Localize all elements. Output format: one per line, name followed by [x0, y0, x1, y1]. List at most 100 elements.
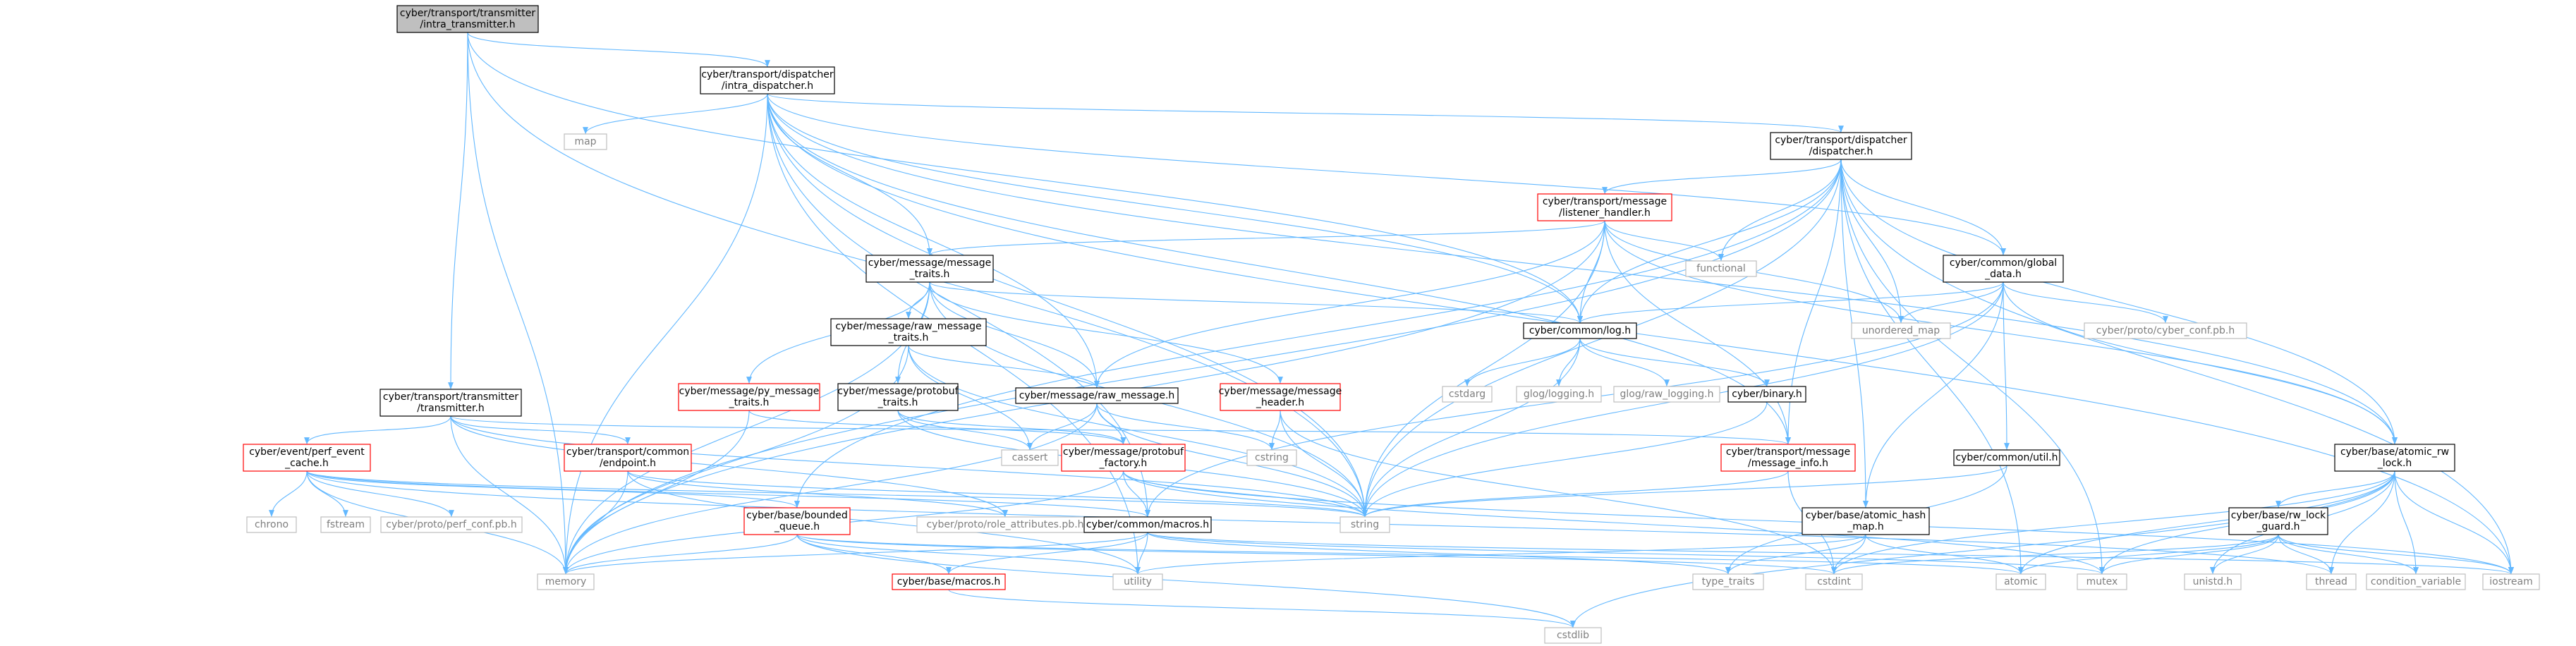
node-box — [1246, 449, 1297, 466]
graph-node-protobuf-traits[interactable]: cyber/message/protobuf_traits.h — [837, 383, 959, 411]
include-edge — [1579, 338, 1670, 387]
include-edge — [1147, 532, 1731, 575]
include-edge — [1840, 159, 2105, 575]
graph-node-common-macros[interactable]: cyber/common/macros.h — [1083, 516, 1212, 533]
node-box — [380, 516, 523, 533]
node-label: cstdint — [1817, 576, 1851, 587]
node-label: _traits.h — [888, 332, 929, 343]
graph-node-glog-raw-logging: glog/raw_logging.h — [1613, 386, 1720, 403]
node-box — [2334, 444, 2455, 472]
include-edge — [1135, 534, 1866, 575]
node-label: cstring — [1255, 452, 1289, 463]
graph-node-base-macros[interactable]: cyber/base/macros.h — [892, 573, 1006, 590]
include-edge — [306, 470, 1150, 518]
graph-node-protobuf-factory[interactable]: cyber/message/protobuf_factory.h — [1061, 444, 1186, 472]
node-label: mutex — [2086, 576, 2118, 587]
graph-node-py-message-traits[interactable]: cyber/message/py_message_traits.h — [678, 383, 820, 411]
graph-node-atomic-rw-lock[interactable]: cyber/base/atomic_rw_lock.h — [2334, 444, 2455, 472]
graph-node-listener-handler[interactable]: cyber/transport/message/listener_handler… — [1537, 193, 1672, 221]
include-edge — [767, 93, 1368, 518]
node-label: _traits.h — [909, 269, 950, 280]
node-box — [1685, 260, 1757, 277]
include-edge — [767, 93, 1844, 133]
graph-node-fstream: fstream — [320, 516, 371, 533]
graph-node-cassert: cassert — [1001, 449, 1059, 466]
node-label: _lock.h — [2377, 458, 2412, 469]
include-edge — [2394, 470, 2419, 575]
graph-node-intra-dispatcher[interactable]: cyber/transport/dispatcher/intra_dispatc… — [700, 66, 835, 95]
include-edge — [767, 93, 1100, 389]
node-label: _map.h — [1847, 521, 1883, 532]
node-label: _traits.h — [729, 397, 770, 408]
node-box — [700, 66, 835, 95]
include-edge — [2278, 534, 2419, 575]
node-label: cyber/transport/common — [566, 446, 689, 458]
graph-node-global-data[interactable]: cyber/common/global_data.h — [1943, 255, 2064, 283]
graph-node-log[interactable]: cyber/common/log.h — [1523, 322, 1637, 339]
node-label: thread — [2315, 576, 2347, 587]
include-edge — [1280, 410, 1368, 518]
graph-node-util[interactable]: cyber/common/util.h — [1953, 449, 2060, 466]
node-box — [1953, 449, 2060, 466]
node-box — [1943, 255, 2064, 283]
include-edge — [948, 589, 1576, 628]
include-edge — [627, 470, 1141, 575]
node-box — [379, 389, 522, 417]
include-edge — [1096, 403, 1126, 445]
graph-node-binary[interactable]: cyber/binary.h — [1727, 386, 1806, 403]
node-label: cyber/transport/transmitter — [400, 8, 535, 19]
include-edge — [1094, 220, 1605, 389]
include-edge — [450, 415, 569, 575]
graph-node-role-attributes: cyber/proto/role_attributes.pb.h — [916, 516, 1094, 533]
node-label: _guard.h — [2256, 521, 2299, 532]
node-box — [246, 516, 297, 533]
graph-node-raw-message-traits[interactable]: cyber/message/raw_message_traits.h — [830, 318, 987, 346]
node-box — [2228, 507, 2328, 535]
node-label: _data.h — [1984, 269, 2022, 280]
graph-node-intra-transmitter[interactable]: cyber/transport/transmitter/intra_transm… — [396, 5, 539, 33]
include-edge — [563, 534, 798, 575]
node-label: _cache.h — [284, 458, 329, 469]
include-edge — [563, 93, 768, 575]
graph-node-rw-lock-guard[interactable]: cyber/base/rw_lock_guard.h — [2228, 507, 2328, 535]
include-edge — [767, 93, 2006, 256]
node-label: iostream — [2489, 576, 2533, 587]
graph-node-raw-message[interactable]: cyber/message/raw_message.h — [1015, 387, 1179, 404]
node-label: cyber/proto/role_attributes.pb.h — [926, 519, 1083, 530]
node-label: /message_info.h — [1748, 458, 1828, 469]
node-box — [1544, 627, 1602, 644]
graph-node-dispatcher[interactable]: cyber/transport/dispatcher/dispatcher.h — [1770, 132, 1912, 160]
include-edge — [1604, 220, 2398, 445]
node-box — [678, 383, 820, 411]
graph-node-message-traits[interactable]: cyber/message/message_traits.h — [865, 255, 994, 283]
graph-node-perf-event-cache[interactable]: cyber/event/perf_event_cache.h — [243, 444, 371, 472]
include-edge — [306, 470, 348, 518]
include-edge — [306, 470, 2334, 575]
include-edge — [2003, 281, 2010, 451]
include-edge — [448, 32, 468, 390]
graph-node-transmitter[interactable]: cyber/transport/transmitter/transmitter.… — [379, 389, 522, 417]
node-label: cyber/transport/dispatcher — [701, 69, 834, 80]
node-label: cyber/message/raw_message — [835, 321, 981, 332]
include-edge — [767, 93, 1583, 324]
graph-node-iostream: iostream — [2482, 573, 2540, 590]
include-edge — [2328, 470, 2395, 575]
node-box — [537, 573, 595, 590]
graph-node-bounded-queue[interactable]: cyber/base/bounded_queue.h — [743, 507, 851, 535]
include-edge — [2018, 470, 2395, 575]
node-label: cyber/transport/message — [1543, 196, 1667, 207]
graph-node-atomic-hash-map[interactable]: cyber/base/atomic_hash_map.h — [1802, 507, 1930, 535]
include-edge — [467, 32, 770, 68]
node-label: unistd.h — [2193, 576, 2233, 587]
node-box — [1537, 193, 1672, 221]
graph-node-endpoint[interactable]: cyber/transport/common/endpoint.h — [564, 444, 692, 472]
include-edge — [1604, 220, 1724, 262]
node-label: _traits.h — [877, 397, 918, 408]
node-box — [1802, 507, 1930, 535]
graph-node-message-header[interactable]: cyber/message/message_header.h — [1219, 383, 1342, 411]
node-label: /intra_transmitter.h — [420, 19, 515, 30]
graph-node-cstdint: cstdint — [1805, 573, 1863, 590]
node-box — [830, 318, 987, 346]
include-edge — [796, 534, 2024, 575]
graph-node-message-info[interactable]: cyber/transport/message/message_info.h — [1720, 444, 1856, 472]
